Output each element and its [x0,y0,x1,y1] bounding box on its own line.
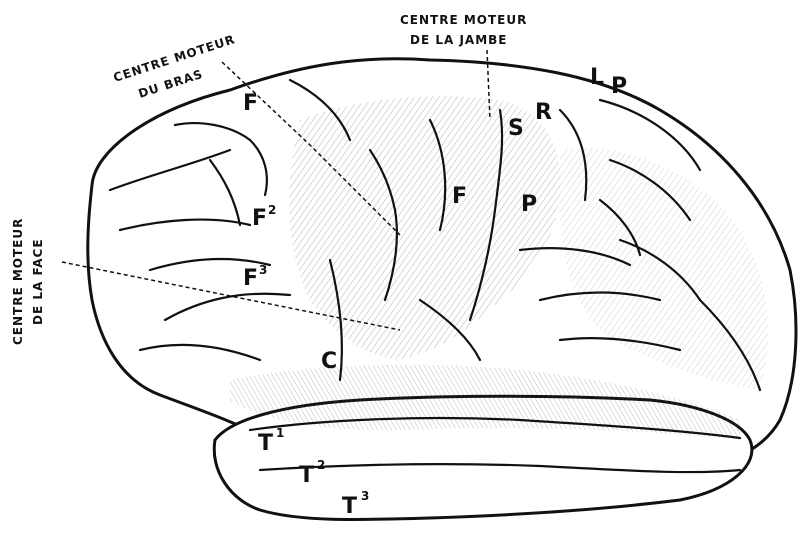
caption-jambe-line2: DE LA JAMBE [410,33,507,47]
label-F2: F [252,206,267,231]
label-F-center: F [452,184,467,209]
label-S: S [508,116,524,141]
label-R: R [535,100,552,125]
label-C: C [321,349,337,374]
label-F2-sup: 2 [268,203,276,217]
label-T2: T [299,463,314,488]
label-T3: T [342,494,357,519]
label-P-top: P [611,74,627,99]
label-P: P [521,192,537,217]
label-L: L [590,65,604,90]
label-T1-sup: 1 [276,426,284,440]
caption-jambe-line1: CENTRE MOTEUR [400,13,527,27]
caption-face-line2: DE LA FACE [31,238,45,325]
label-F3: F [243,266,258,291]
label-F3-sup: 3 [259,263,267,277]
caption-face-line1: CENTRE MOTEUR [11,218,25,345]
label-T1: T [258,431,273,456]
label-T2-sup: 2 [317,458,325,472]
label-F1: F [243,91,258,116]
label-T3-sup: 3 [361,489,369,503]
